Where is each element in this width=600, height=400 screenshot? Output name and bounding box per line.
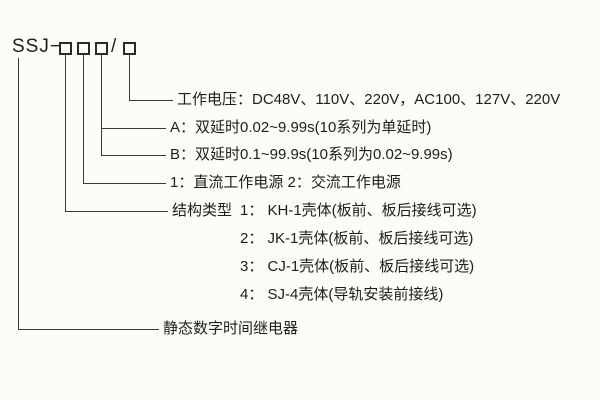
connector-vertical-delay-type <box>101 55 102 156</box>
connector-vertical-product <box>18 58 19 330</box>
label-working-voltage: 工作电压：DC48V、110V、220V，AC100、127V、220V <box>177 91 561 108</box>
model-box-working-voltage <box>123 42 136 55</box>
label-delay-option-a: A：双延时0.02~9.99s(10系列为单延时) <box>170 119 432 136</box>
connector-horizontal-power-supply <box>83 183 166 184</box>
label-delay-option-b: B：双延时0.1~99.9s(10系列为0.02~9.99s) <box>170 146 453 163</box>
connector-vertical-power-supply <box>83 55 84 184</box>
model-box-structure-type <box>59 42 72 55</box>
model-prefix: SSJ− <box>12 36 62 57</box>
label-power-supply-options: 1：直流工作电源 2：交流工作电源 <box>170 174 401 191</box>
label-structure-type: 结构类型 <box>172 202 233 219</box>
connector-horizontal-structure-type <box>65 211 168 212</box>
label-structure-option-2: 2： JK-1壳体(板前、板后接线可选) <box>240 230 474 247</box>
label-structure-option-3: 3： CJ-1壳体(板前、板后接线可选) <box>240 258 475 275</box>
model-box-power-supply <box>77 42 90 55</box>
connector-horizontal-delay-b <box>101 155 166 156</box>
connector-horizontal-delay-a <box>101 128 166 129</box>
connector-vertical-working-voltage <box>129 55 130 101</box>
label-product-name: 静态数字时间继电器 <box>163 320 299 337</box>
connector-vertical-structure-type <box>65 55 66 212</box>
connector-horizontal-product-name <box>18 329 159 330</box>
connector-horizontal-working-voltage <box>129 100 173 101</box>
model-box-delay-type <box>95 42 108 55</box>
label-structure-option-4: 4： SJ-4壳体(导轨安装前接线) <box>240 286 444 303</box>
label-structure-option-1: 1： KH-1壳体(板前、板后接线可选) <box>240 202 477 219</box>
model-slash: / <box>111 36 117 57</box>
